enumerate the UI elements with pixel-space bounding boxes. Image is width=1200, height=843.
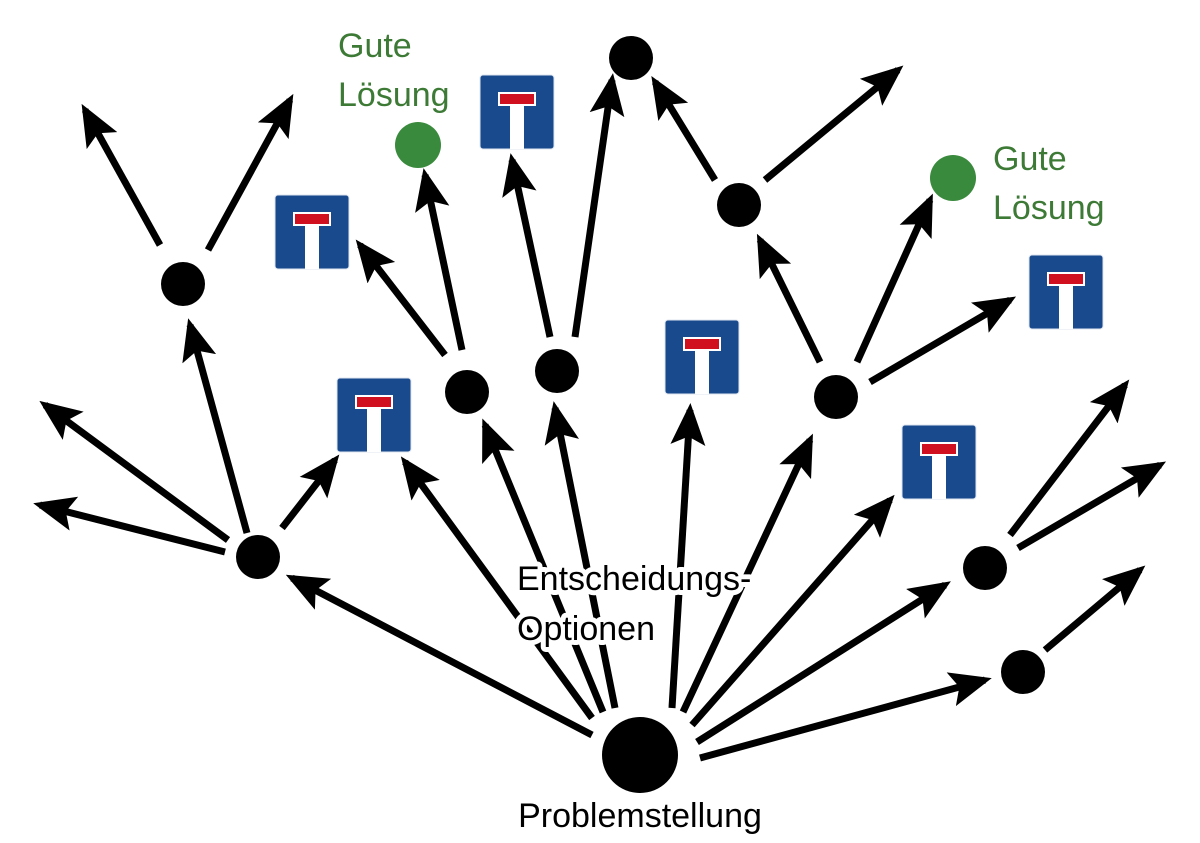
arrow xyxy=(279,454,340,531)
option-node xyxy=(445,370,489,414)
dead-end-sign-icon xyxy=(479,74,555,150)
option-node xyxy=(1001,650,1045,694)
arrow xyxy=(182,318,251,534)
option-node xyxy=(161,262,205,306)
arrow xyxy=(355,239,448,358)
problem-label: Problemstellung xyxy=(518,797,762,835)
option-node xyxy=(717,183,761,227)
dead-end-sign-icon xyxy=(664,319,740,395)
arrow xyxy=(400,456,595,721)
option-node xyxy=(609,36,653,80)
good-solution-label-2-line1: Gute xyxy=(993,140,1067,178)
dead-end-sign-icon xyxy=(336,377,412,453)
good-solution-node xyxy=(395,122,441,168)
arrow xyxy=(668,403,706,709)
nodes xyxy=(161,36,1045,793)
arrow xyxy=(481,418,607,714)
good-solution-label-1-line2: Lösung xyxy=(338,76,450,114)
arrow xyxy=(415,168,466,351)
arrow xyxy=(204,93,294,252)
good-solution-label-1: Gute Lösung xyxy=(338,27,450,114)
arrow xyxy=(81,103,164,247)
arrow xyxy=(853,193,934,364)
arrow xyxy=(1007,379,1130,538)
options-label-line1: Entscheidungs- xyxy=(517,560,751,598)
arrow xyxy=(689,494,895,728)
dead-end-sign-icon xyxy=(901,424,977,500)
dead-end-sign-icon xyxy=(1028,254,1104,330)
arrow xyxy=(33,496,226,556)
arrows xyxy=(33,65,1167,762)
good-solution-node xyxy=(930,155,976,201)
dead-end-signs xyxy=(274,74,1104,500)
arrow xyxy=(285,574,594,739)
arrow xyxy=(756,233,824,364)
arrow xyxy=(1016,461,1167,552)
arrow xyxy=(868,296,1017,386)
option-node xyxy=(814,375,858,419)
arrow xyxy=(695,581,951,745)
good-solution-label-2-line2: Lösung xyxy=(993,189,1105,227)
options-label: Entscheidungs- Optionen xyxy=(512,555,756,653)
arrow xyxy=(571,73,625,338)
option-node xyxy=(963,546,1007,590)
arrow xyxy=(39,400,231,543)
arrow xyxy=(679,433,814,714)
arrow xyxy=(544,401,619,709)
problem-node xyxy=(602,717,678,793)
arrow xyxy=(651,76,718,182)
option-node xyxy=(535,349,579,393)
good-solution-label-2: Gute Lösung xyxy=(993,140,1105,227)
option-node xyxy=(236,535,280,579)
good-solution-label-1-line1: Gute xyxy=(338,27,412,65)
arrow xyxy=(762,65,904,183)
dead-end-sign-icon xyxy=(274,194,350,270)
arrow xyxy=(502,153,554,338)
arrow xyxy=(699,672,992,762)
arrow xyxy=(1042,565,1146,653)
options-label-line2: Optionen xyxy=(517,610,655,648)
